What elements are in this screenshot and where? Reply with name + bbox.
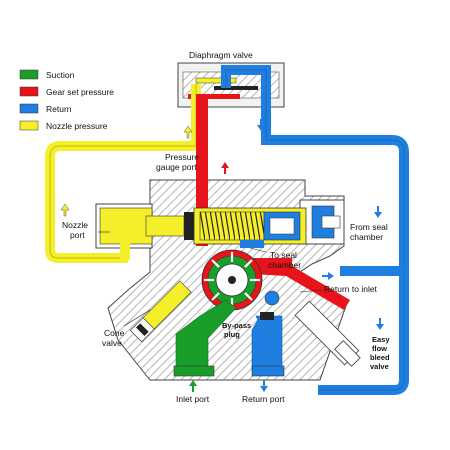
regulator-spring [193, 207, 307, 248]
label-nozzle-port: Nozzle [62, 220, 88, 230]
legend-label-nozzle-pressure: Nozzle pressure [46, 121, 108, 131]
label-from-seal-chamber-2: chamber [350, 232, 383, 242]
legend-label-return: Return [46, 104, 72, 114]
label-easy-flow: Easy [372, 335, 390, 344]
legend: Suction Gear set pressure Return Nozzle … [19, 69, 114, 131]
arrow-down-icon [376, 318, 384, 330]
legend-label-gear-set-pressure: Gear set pressure [46, 87, 114, 97]
label-cone-valve-2: valve [102, 338, 122, 348]
label-pressure-gauge-port: Pressure [165, 152, 199, 162]
easy-flow-bleed-valve [294, 300, 361, 367]
return-line [221, 65, 409, 395]
label-pressure-gauge-port-2: gauge port [156, 162, 197, 172]
label-bypass-plug-2: plug [224, 330, 240, 339]
label-return-to-inlet: Return to inlet [324, 284, 378, 294]
legend-swatch-gear-set-pressure [19, 86, 39, 97]
label-from-seal-chamber: From seal [350, 222, 388, 232]
label-to-seal-chamber-2: chamber [268, 260, 301, 270]
legend-swatch-nozzle-pressure [19, 120, 39, 131]
arrow-up-icon [183, 125, 193, 139]
arrow-up-icon [189, 380, 197, 392]
gear-set [201, 249, 280, 311]
arrow-down-icon [257, 119, 265, 131]
nozzle-pressure-line [45, 84, 201, 263]
label-diaphragm-valve: Diaphragm valve [189, 50, 253, 60]
label-cone-valve: Cone [104, 328, 125, 338]
arrow-up-icon [221, 162, 229, 174]
arrow-down-icon [374, 206, 382, 218]
label-bypass-plug: By-pass [222, 321, 251, 330]
arrow-right-icon [322, 272, 334, 280]
legend-label-suction: Suction [46, 70, 75, 80]
cone-valve [129, 280, 192, 343]
leader-lines [98, 231, 323, 327]
port-housings [173, 365, 285, 377]
label-inlet-port: Inlet port [176, 394, 210, 404]
arrow-down-icon [260, 380, 268, 392]
nozzle-port-fitting [95, 203, 194, 260]
legend-swatch-suction [19, 69, 39, 80]
label-easy-flow-3: bleed [370, 353, 390, 362]
label-nozzle-port-2: port [70, 230, 85, 240]
flow-arrows [60, 119, 384, 392]
label-to-seal-chamber: To seal [270, 250, 297, 260]
label-easy-flow-4: valve [370, 362, 389, 371]
arrow-up-icon [60, 203, 70, 217]
legend-swatch-return [19, 103, 39, 114]
label-return-port: Return port [242, 394, 285, 404]
label-easy-flow-2: flow [372, 344, 387, 353]
